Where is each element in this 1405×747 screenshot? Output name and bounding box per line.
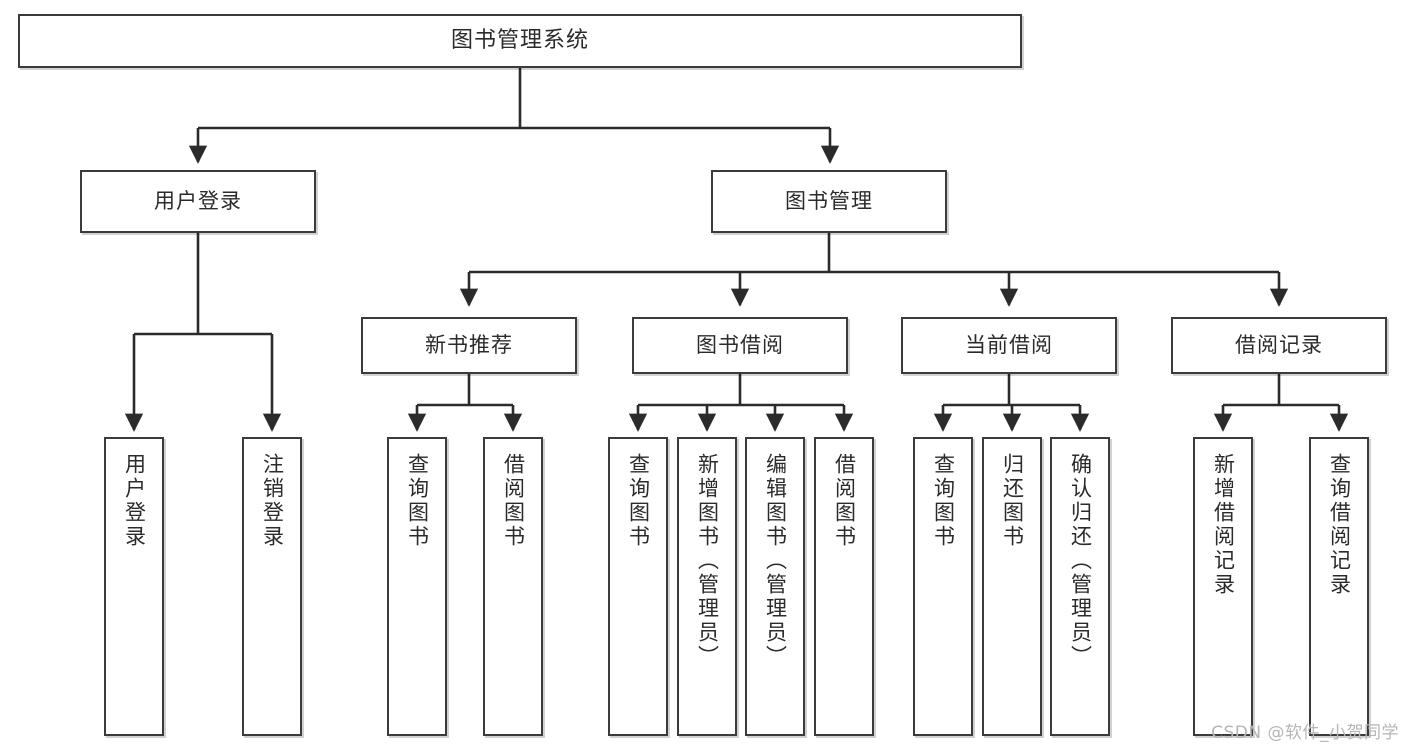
leaf-logout-label: 注销登录 bbox=[260, 453, 285, 549]
leaf-add-borrow-record[interactable]: 新增借阅记录 bbox=[1193, 437, 1253, 736]
node-current-borrow[interactable]: 当前借阅 bbox=[901, 317, 1117, 374]
watermark: CSDN @软件_小贺同学 bbox=[1211, 723, 1399, 743]
leaf-confirm-return-admin[interactable]: 确认归还（管理员） bbox=[1050, 437, 1110, 736]
node-user-login-label: 用户登录 bbox=[154, 189, 242, 214]
leaf-query-book-3[interactable]: 查询图书 bbox=[913, 437, 973, 736]
node-book-borrow[interactable]: 图书借阅 bbox=[632, 317, 848, 374]
node-new-book-recommend[interactable]: 新书推荐 bbox=[361, 317, 577, 374]
leaf-user-login[interactable]: 用户登录 bbox=[104, 437, 164, 736]
leaf-add-book-admin[interactable]: 新增图书（管理员） bbox=[677, 437, 737, 736]
leaf-query-book-2[interactable]: 查询图书 bbox=[608, 437, 668, 736]
node-borrow-record-label: 借阅记录 bbox=[1235, 333, 1323, 358]
leaf-user-login-label: 用户登录 bbox=[122, 453, 147, 549]
leaf-query-book-1-label: 查询图书 bbox=[405, 453, 430, 549]
node-root-label: 图书管理系统 bbox=[450, 28, 589, 54]
leaf-query-book-3-label: 查询图书 bbox=[931, 453, 956, 549]
leaf-borrow-book-2-label: 借阅图书 bbox=[832, 453, 857, 549]
node-current-borrow-label: 当前借阅 bbox=[965, 333, 1053, 358]
node-new-book-recommend-label: 新书推荐 bbox=[425, 333, 513, 358]
leaf-borrow-book-2[interactable]: 借阅图书 bbox=[814, 437, 874, 736]
leaf-query-borrow-record-label: 查询借阅记录 bbox=[1327, 453, 1352, 597]
leaf-edit-book-admin-label: 编辑图书（管理员） bbox=[763, 453, 788, 669]
node-borrow-record[interactable]: 借阅记录 bbox=[1171, 317, 1387, 374]
leaf-add-book-admin-label: 新增图书（管理员） bbox=[695, 453, 720, 669]
node-book-borrow-label: 图书借阅 bbox=[696, 333, 784, 358]
leaf-add-borrow-record-label: 新增借阅记录 bbox=[1211, 453, 1236, 597]
leaf-borrow-book-1[interactable]: 借阅图书 bbox=[483, 437, 543, 736]
leaf-return-book-label: 归还图书 bbox=[1000, 453, 1025, 549]
leaf-logout[interactable]: 注销登录 bbox=[242, 437, 302, 736]
leaf-query-borrow-record[interactable]: 查询借阅记录 bbox=[1309, 437, 1369, 736]
node-book-manage-label: 图书管理 bbox=[785, 189, 873, 214]
leaf-query-book-1[interactable]: 查询图书 bbox=[387, 437, 447, 736]
node-book-manage[interactable]: 图书管理 bbox=[711, 170, 947, 233]
node-user-login[interactable]: 用户登录 bbox=[80, 170, 316, 233]
leaf-query-book-2-label: 查询图书 bbox=[626, 453, 651, 549]
leaf-confirm-return-admin-label: 确认归还（管理员） bbox=[1068, 453, 1093, 669]
node-root[interactable]: 图书管理系统 bbox=[18, 14, 1022, 68]
leaf-borrow-book-1-label: 借阅图书 bbox=[501, 453, 526, 549]
leaf-edit-book-admin[interactable]: 编辑图书（管理员） bbox=[745, 437, 805, 736]
leaf-return-book[interactable]: 归还图书 bbox=[982, 437, 1042, 736]
